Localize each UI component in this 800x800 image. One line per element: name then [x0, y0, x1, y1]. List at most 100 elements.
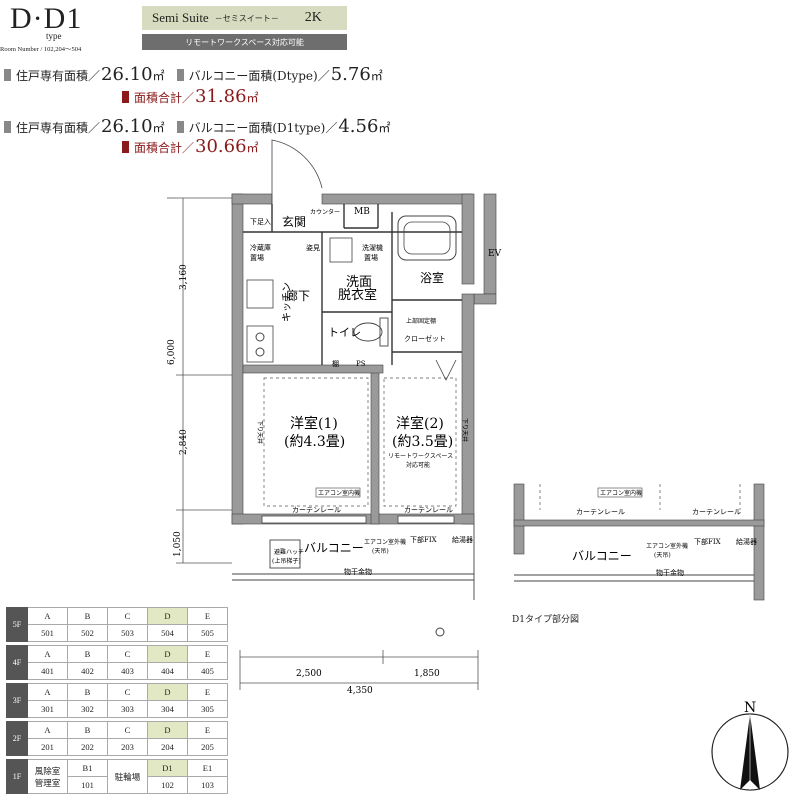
label-lower-ceiling-2: 下り天井	[461, 418, 469, 442]
d1-label-curtain-2: カーテンレール	[692, 508, 741, 516]
label-ac: エアコン室内機	[318, 489, 360, 497]
unit-type-cell: B	[67, 607, 108, 625]
label-dryer: 物干金物	[344, 567, 372, 576]
unit-type-cell: C	[107, 683, 148, 701]
floor-label: 1F	[6, 759, 28, 794]
d-area-line: 住戸専有面積／ 26.10 ㎡ バルコニー面積(Dtype)／ 5.76 ㎡	[4, 64, 383, 85]
d-total-line: 面積合計／ 31.86 ㎡	[122, 86, 259, 107]
bullet-icon	[4, 68, 11, 81]
room-number-cell: 303	[107, 700, 148, 718]
unit-type-cell: D	[147, 645, 188, 663]
label-ps: PS	[356, 360, 366, 368]
room-number-cell: 504	[147, 624, 188, 642]
label-washer2: 置場	[364, 253, 378, 262]
type-subtitle: type	[46, 31, 62, 41]
unit-type-cell: C	[107, 645, 148, 663]
unit-type-cell: B	[67, 721, 108, 739]
entrance-door	[271, 139, 323, 204]
room-numbers: Room Number / 102,204～504	[0, 46, 82, 53]
d1-area-value: 26.10	[101, 116, 153, 137]
room-number-cell: 101	[67, 776, 108, 794]
bullet-icon	[176, 68, 184, 81]
label-wash: 洗面	[346, 275, 372, 290]
label-dressing: 脱衣室	[338, 287, 377, 303]
label-fridge1: 冷蔵庫	[250, 243, 271, 252]
washbasin	[329, 237, 353, 263]
unit: ㎡	[370, 69, 383, 83]
d1-balcony-value: 4.56	[338, 116, 379, 137]
bullet-icon	[4, 120, 11, 133]
label-hatch1: 避難ハッチ	[274, 548, 304, 556]
unit: ㎡	[246, 91, 259, 105]
room-number-cell: 203	[107, 738, 148, 756]
label-entrance: 玄関	[282, 214, 306, 229]
unit-type-cell: A	[27, 645, 68, 663]
label-counter: カウンター	[310, 208, 340, 216]
label-fix: 下部FIX	[410, 535, 437, 544]
unit-type-cell: D	[147, 683, 188, 701]
unit-type-cell: E	[187, 721, 228, 739]
d-balcony-value: 5.76	[330, 64, 371, 85]
label-curtain-1: カーテンレール	[292, 506, 341, 514]
room-number-cell: 301	[27, 700, 68, 718]
room-number-cell: 202	[67, 738, 108, 756]
d1-label-fix: 下部FIX	[694, 537, 721, 546]
d1-label-ac-out2: (天吊)	[654, 552, 671, 559]
d1-label-curtain-1: カーテンレール	[576, 508, 625, 516]
remote-work-badge: リモートワークスペース対応可能	[142, 34, 347, 50]
unit-type-cell: A	[27, 683, 68, 701]
d-total-value: 31.86	[195, 86, 247, 107]
label-mirror: 姿見	[306, 243, 320, 252]
unit-type-cell: 駐輪場	[107, 759, 148, 794]
label-bath: 浴室	[420, 270, 444, 285]
d-area-label: 住戸専有面積／	[16, 69, 101, 83]
label-curtain-2: カーテンレール	[404, 506, 453, 514]
label-hatch2: (上吊梯子)	[272, 557, 301, 565]
unit-type-cell: E	[187, 607, 228, 625]
dim-1850: 1,850	[414, 669, 440, 679]
unit-type-cell: E1	[187, 759, 228, 777]
suite-name: Semi Suite	[152, 10, 209, 25]
unit-type-cell: C	[107, 607, 148, 625]
unit-type-cell: C	[107, 721, 148, 739]
room-number-cell: 304	[147, 700, 188, 718]
unit: ㎡	[378, 121, 391, 135]
d-balcony-label: バルコニー面積(Dtype)／	[188, 69, 330, 83]
room-number-cell: 103	[187, 776, 228, 794]
label-washer1: 洗濯機	[362, 243, 383, 252]
label-room2-size: (約3.5畳)	[392, 434, 453, 450]
label-room1-name: 洋室(1)	[290, 415, 338, 432]
room-number-cell: 501	[27, 624, 68, 642]
room-number-cell: 302	[67, 700, 108, 718]
label-fridge2: 置場	[250, 253, 264, 262]
unit-type-cell: D	[147, 721, 188, 739]
dim-2840: 2,840	[179, 429, 189, 455]
unit-type-cell: A	[27, 607, 68, 625]
stove	[246, 325, 274, 363]
bullet-icon	[122, 90, 129, 103]
room-number-cell: 402	[67, 662, 108, 680]
bullet-icon	[122, 140, 129, 153]
label-ac-out2: (天吊)	[372, 548, 389, 555]
room-number-cell: 505	[187, 624, 228, 642]
unit-type-cell: E	[187, 645, 228, 663]
toilet-bowl	[353, 322, 383, 342]
label-kitchen: キッチン	[281, 282, 293, 322]
d1-total-value: 30.66	[195, 136, 247, 157]
label-remote-small: リモートワークスペース	[388, 453, 453, 460]
suite-badge: Semi Suite －セミスイート－ 2K	[142, 6, 347, 30]
label-hall: 廊下	[286, 288, 310, 303]
unit-type-cell: E	[187, 683, 228, 701]
label-remote-small2: 対応可能	[406, 461, 430, 469]
unit-type-cell: D	[147, 607, 188, 625]
room-number-cell: 205	[187, 738, 228, 756]
dimension-lines	[167, 197, 479, 690]
unit-type-cell: A	[27, 721, 68, 739]
suite-kana: －セミスイート－	[214, 13, 279, 23]
d1-caption: D1タイプ部分図	[512, 615, 579, 625]
